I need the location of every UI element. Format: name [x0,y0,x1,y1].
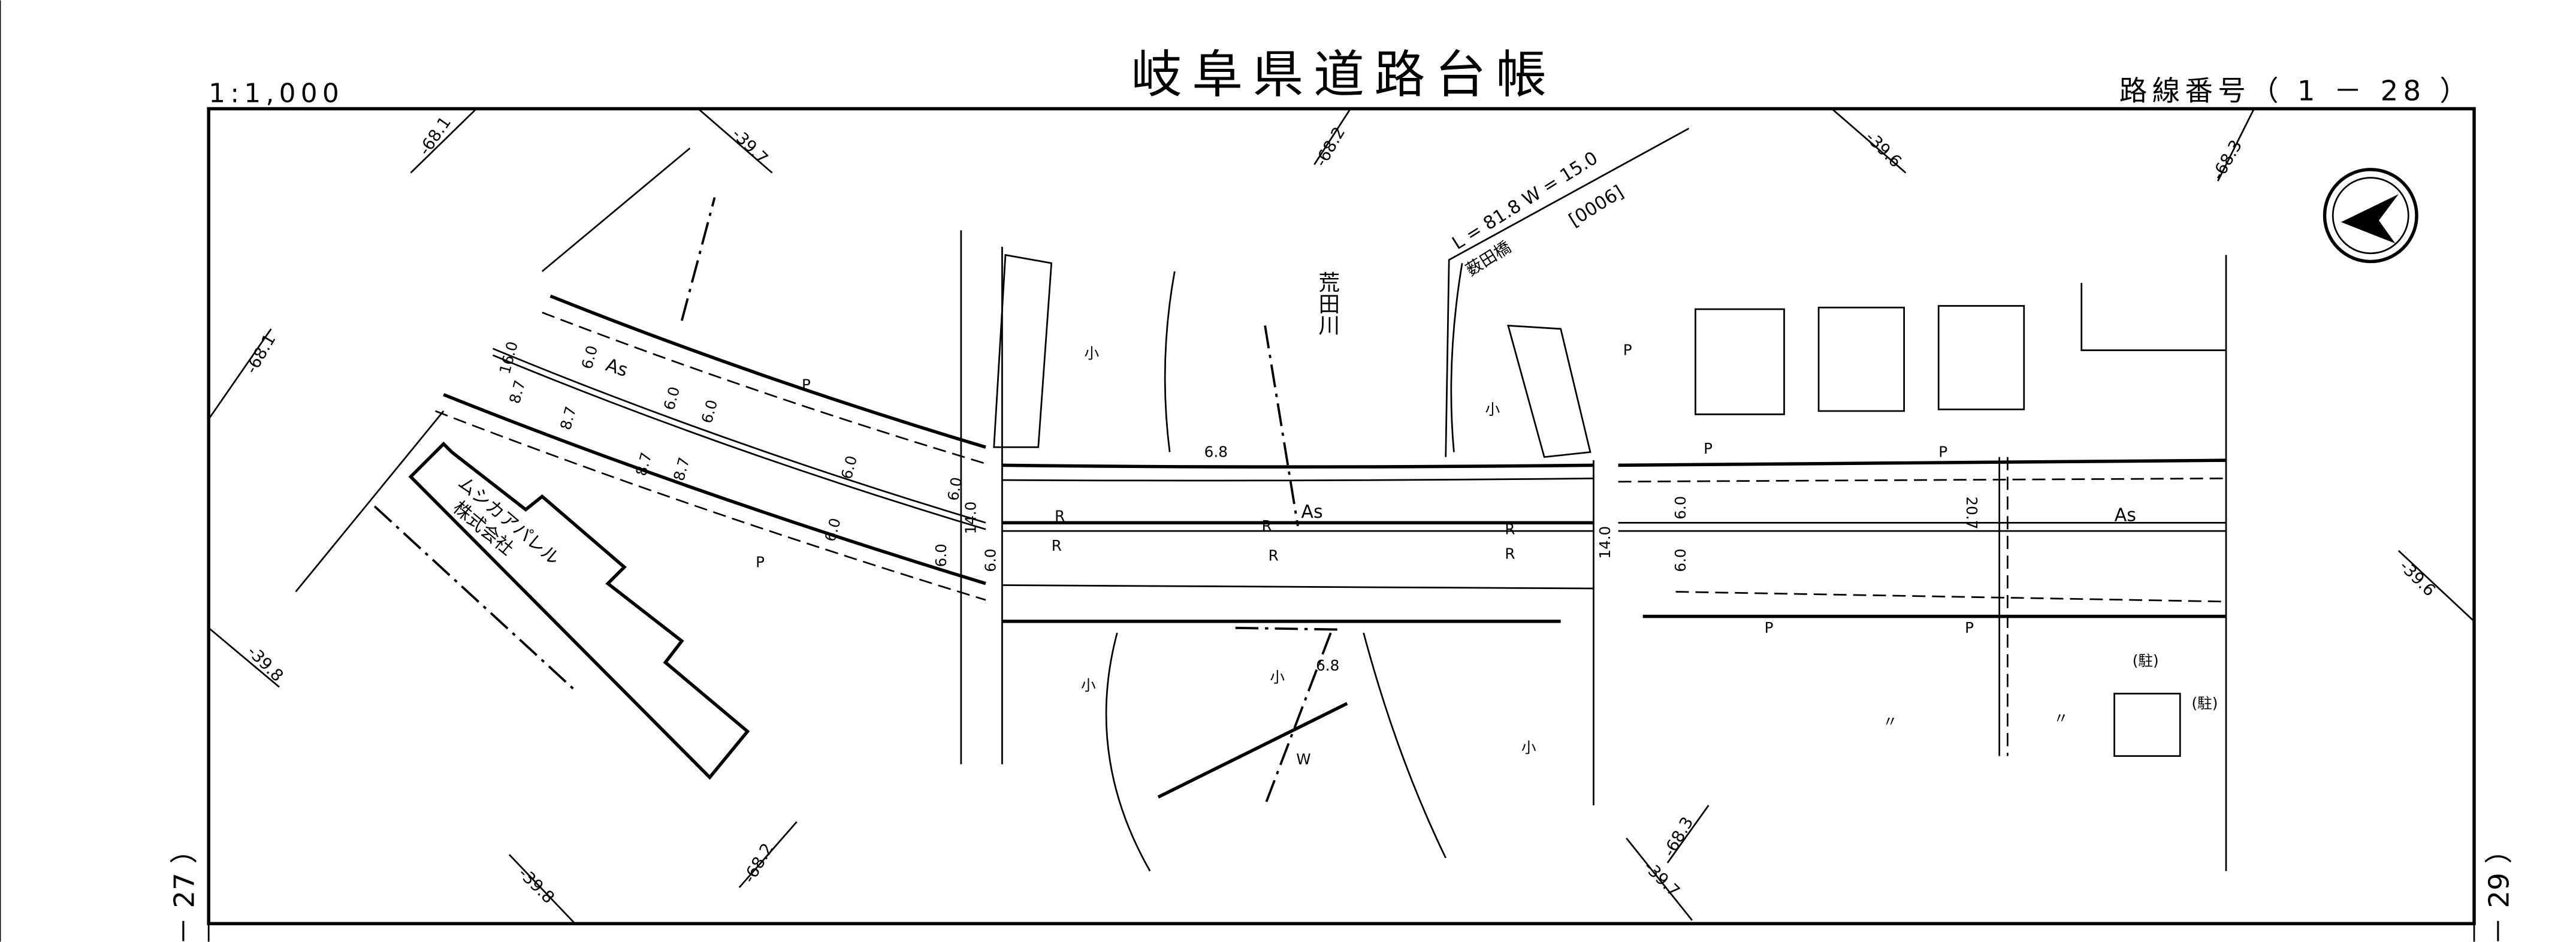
dimension-label: 6.0 [1672,548,1689,572]
map-symbol: 小 [1270,668,1285,686]
coord-label: -68.2 [1312,124,1349,170]
bridge-label: L = 81.8 W = 15.0 薮田橋 [0006] [1445,128,1690,457]
dimension-label: 6.0 [838,454,860,481]
marker-R: R [1505,521,1515,538]
coord-label: -68.3 [2209,137,2246,183]
dimension-label: 8.7 [670,455,693,482]
road-main [960,230,2227,871]
dimension-label: 14.0 [1596,526,1614,559]
coord-label: -39.7 [728,125,771,168]
dimension-label: 6.0 [1672,496,1689,520]
marker-R: R [1262,517,1272,535]
marker-P: P [1623,342,1632,359]
buildings-right: (駐) (駐) [1695,283,2227,757]
adjacent-sheet-right: － 29 ） [2483,836,2515,942]
parking-label: (駐) [2133,652,2159,669]
dimension-label: 16.0 [496,340,521,376]
dimension-label: 20.7 [1963,496,1980,529]
marker-R: R [1505,545,1515,563]
map-symbol: 小 [1081,677,1096,694]
adjacent-sheet-left: － 27 ） [168,836,201,942]
coordinate-ticks [208,108,2475,925]
river-marker: W [1296,750,1310,768]
dimension-label: 6.0 [932,544,950,567]
river-name: 荒田川 [1315,271,1340,336]
marker-R: R [1052,537,1062,554]
marker-P: P [1938,443,1947,461]
surface-label: As [603,355,630,382]
bridge-code: [0006] [1565,182,1627,231]
coord-label: -68.1 [242,331,279,377]
north-arrow-icon [2323,168,2418,264]
route-number: 路線番号（ 1 － 28 ） [2119,75,2472,107]
coord-label: -39.6 [2396,557,2439,600]
marker-P: P [1965,619,1974,636]
building-company: ムシカアパレル 株式会社 [408,441,750,780]
map-symbol: 〃 [2053,709,2068,727]
dimension-label: 6.0 [982,548,999,572]
river: 荒田川 6.8 6.8 W [993,253,1591,872]
dimension-label: 14.0 [962,502,980,535]
dimension-label: 6.0 [578,344,601,371]
bridge-dimensions: L = 81.8 W = 15.0 [1449,147,1602,254]
dimension-label: 6.0 [944,476,965,502]
marker-P: P [1704,440,1713,457]
dimension-label: 8.7 [506,378,529,405]
surface-label: As [1301,502,1322,523]
marker-P: P [756,553,765,570]
coord-label: -39.8 [243,642,286,686]
coord-label: -39.7 [1640,858,1683,901]
coord-label: -39.8 [515,864,558,907]
surface-label: As [2115,505,2136,526]
parking-label: (駐) [2191,695,2218,712]
road-left-section [295,147,986,692]
marker-P: P [1765,619,1774,636]
elevation-lower: 6.8 [1316,657,1339,674]
dimension-label: 6.0 [660,385,683,412]
coord-label: -39.6 [1862,128,1905,171]
scale-label: 1:1,000 [209,78,344,108]
coord-label: -68.2 [740,840,777,886]
elevation-upper: 6.8 [1204,443,1228,461]
map-symbol: 小 [1085,345,1100,362]
marker-R: R [1055,508,1065,525]
dimension-label: 8.7 [557,404,579,431]
marker-P: P [802,376,811,393]
map-symbol: 小 [1521,739,1536,756]
marker-R: R [1269,547,1279,564]
coord-label: -68.3 [1660,814,1697,860]
map-symbol: 小 [1485,400,1500,418]
page-title: 岐阜県道路台帳 [1131,46,1557,105]
map-symbol: 〃 [1883,712,1898,730]
dimension-label: 6.0 [698,398,721,425]
